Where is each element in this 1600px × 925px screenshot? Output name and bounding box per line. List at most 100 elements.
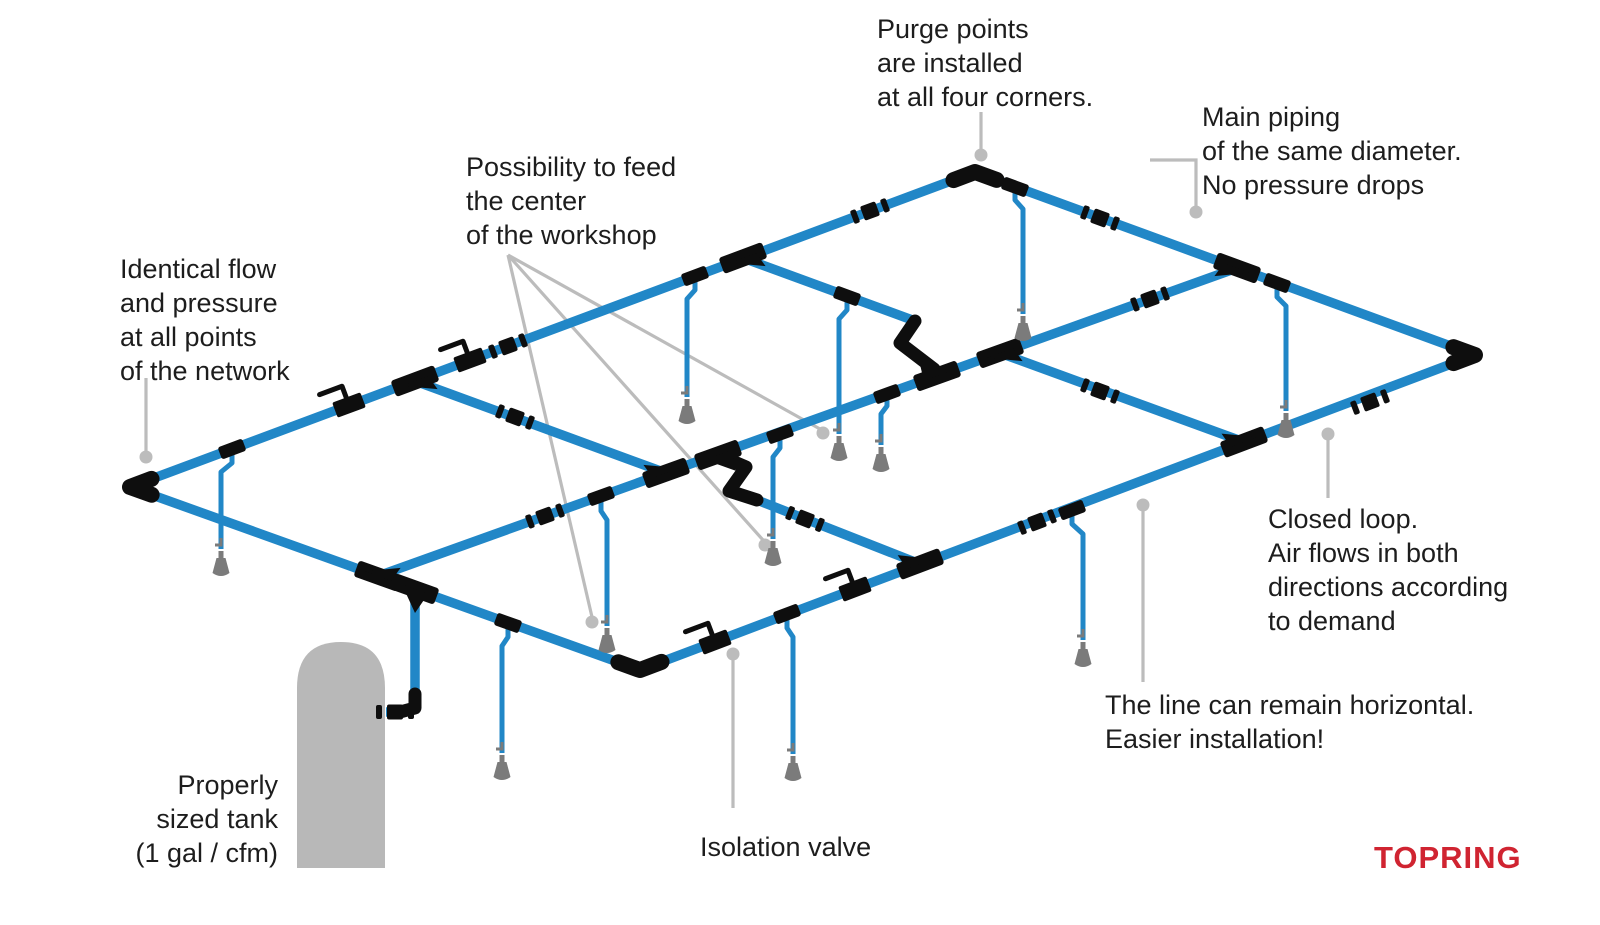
pipe-drop-2 xyxy=(684,279,698,397)
fitting-coupling xyxy=(535,506,555,526)
pipe-drop-9 xyxy=(499,626,511,753)
label-line: sized tank xyxy=(156,804,278,834)
fitting-drop-tee xyxy=(833,286,861,306)
outlet-faucet-icon xyxy=(764,548,782,566)
outlet-hook-icon xyxy=(681,386,689,395)
fitting-tee-branch xyxy=(401,376,438,390)
fitting-coupling xyxy=(815,517,825,532)
isolation-leader-dot xyxy=(726,647,740,661)
label-line: Purge points xyxy=(877,14,1029,44)
outlet-faucet-icon xyxy=(784,763,802,781)
label-line: Isolation valve xyxy=(700,832,872,862)
pipe-drop-1 xyxy=(218,452,235,549)
fitting-coupling xyxy=(525,514,535,529)
closed-loop-leader-dot xyxy=(1321,427,1335,441)
pipe-drop-11 xyxy=(1069,513,1086,640)
label-line: Air flows in both xyxy=(1268,538,1459,568)
outlet-hook-icon xyxy=(215,538,223,547)
outlet-faucet-icon xyxy=(1277,420,1295,438)
pipe-drop-10 xyxy=(784,617,796,754)
fitting-valve xyxy=(838,576,872,602)
outlet-faucet-icon xyxy=(678,406,696,424)
valve-handle-icon xyxy=(317,383,349,401)
pipe-middle-line xyxy=(376,263,1239,581)
label-main-piping: Main piping of the same diameter. No pre… xyxy=(1202,100,1462,202)
possibility-leader-1 xyxy=(506,254,594,618)
label-feed-center: Possibility to feed the center of the wo… xyxy=(466,150,676,252)
outlet-faucet-icon xyxy=(1080,642,1086,650)
pipe-drop-6 xyxy=(878,397,890,445)
identical-leader-dot xyxy=(139,450,153,464)
outlet-faucet-icon xyxy=(770,541,776,549)
fitting-coupling xyxy=(1090,208,1110,228)
fitting-coupling xyxy=(1130,297,1140,312)
pipe-drop-5 xyxy=(1274,286,1289,411)
label-line: are installed xyxy=(877,48,1023,78)
fitting-coupling xyxy=(505,407,525,427)
label-line: directions according xyxy=(1268,572,1509,602)
fitting-coupling xyxy=(1017,520,1027,535)
label-line: The line can remain horizontal. xyxy=(1105,690,1475,720)
label-line: (1 gal / cfm) xyxy=(135,838,278,868)
outlet-hook-icon xyxy=(1017,303,1025,312)
fitting-drop-tee xyxy=(218,439,246,459)
fitting-jog xyxy=(393,687,422,719)
fitting-drop-tee xyxy=(1058,500,1086,520)
pipe-cross-a-lower xyxy=(998,348,1246,447)
fitting-coupling xyxy=(498,336,518,356)
label-line: the center xyxy=(466,186,587,216)
outlet-faucet-icon xyxy=(684,399,690,407)
fitting-tee-branch xyxy=(364,567,401,581)
outlet-hook-icon xyxy=(1280,400,1288,409)
fitting-coupling xyxy=(795,509,815,529)
label-tank: Properly sized tank (1 gal / cfm) xyxy=(40,768,278,870)
outlet-faucet-icon xyxy=(1074,649,1092,667)
fitting-coupling xyxy=(518,333,528,348)
outlet-faucet-icon xyxy=(218,551,224,559)
fitting-coupling xyxy=(525,415,535,430)
outlet-faucet-icon xyxy=(604,628,610,636)
fitting-coupling xyxy=(1360,392,1380,412)
label-line: No pressure drops xyxy=(1202,170,1425,200)
fitting-coupling xyxy=(555,503,565,518)
possibility-leader-3-dot xyxy=(816,426,830,440)
outlet-faucet-icon xyxy=(499,755,505,763)
fitting-coupling xyxy=(1047,509,1057,524)
label-isolation-valve: Isolation valve xyxy=(700,830,871,864)
label-purge-points: Purge points are installed at all four c… xyxy=(877,12,1093,114)
purge-leader-dot xyxy=(974,148,988,162)
fitting-coupling xyxy=(1140,289,1160,309)
main-piping-leader-dot xyxy=(1189,205,1203,219)
fitting-elbow xyxy=(610,653,670,678)
fitting-tee-branch xyxy=(897,555,934,569)
label-line: of the same diameter. xyxy=(1202,136,1462,166)
fitting-coupling xyxy=(488,344,498,359)
label-line: Properly xyxy=(177,770,278,800)
fitting-tee-branch xyxy=(704,450,736,471)
fitting-elbow xyxy=(945,164,1005,189)
fitting-drop-tee xyxy=(1001,177,1029,197)
fitting-drop-tee xyxy=(873,384,901,404)
outlet-hook-icon xyxy=(787,743,795,752)
fitting-valve xyxy=(453,347,487,373)
fitting-jog xyxy=(893,314,941,376)
fitting-coupling xyxy=(1090,381,1110,401)
fitting-coupling xyxy=(1080,378,1090,393)
outlet-hook-icon xyxy=(1077,629,1085,638)
pipe-cross-a-upper xyxy=(741,253,917,326)
air-tank xyxy=(297,642,385,868)
topring-logo: TOPRING xyxy=(1374,840,1522,875)
pipe-cross-b-upper xyxy=(413,376,668,478)
outlet-hook-icon xyxy=(875,434,883,443)
label-horizontal-line: The line can remain horizontal. Easier i… xyxy=(1105,688,1474,756)
pipe-drop-7 xyxy=(598,499,610,626)
outlet-faucet-icon xyxy=(493,762,511,780)
fitting-coupling xyxy=(860,201,880,221)
fitting-drop-tee xyxy=(766,424,794,444)
fitting-tee-branch xyxy=(986,348,1023,362)
fitting-coupling xyxy=(1080,205,1090,220)
fitting-valve xyxy=(332,392,366,418)
fitting-drop-tee xyxy=(681,266,709,286)
fitting-valve xyxy=(698,629,732,655)
label-identical-flow: Identical flow and pressure at all point… xyxy=(120,252,290,388)
